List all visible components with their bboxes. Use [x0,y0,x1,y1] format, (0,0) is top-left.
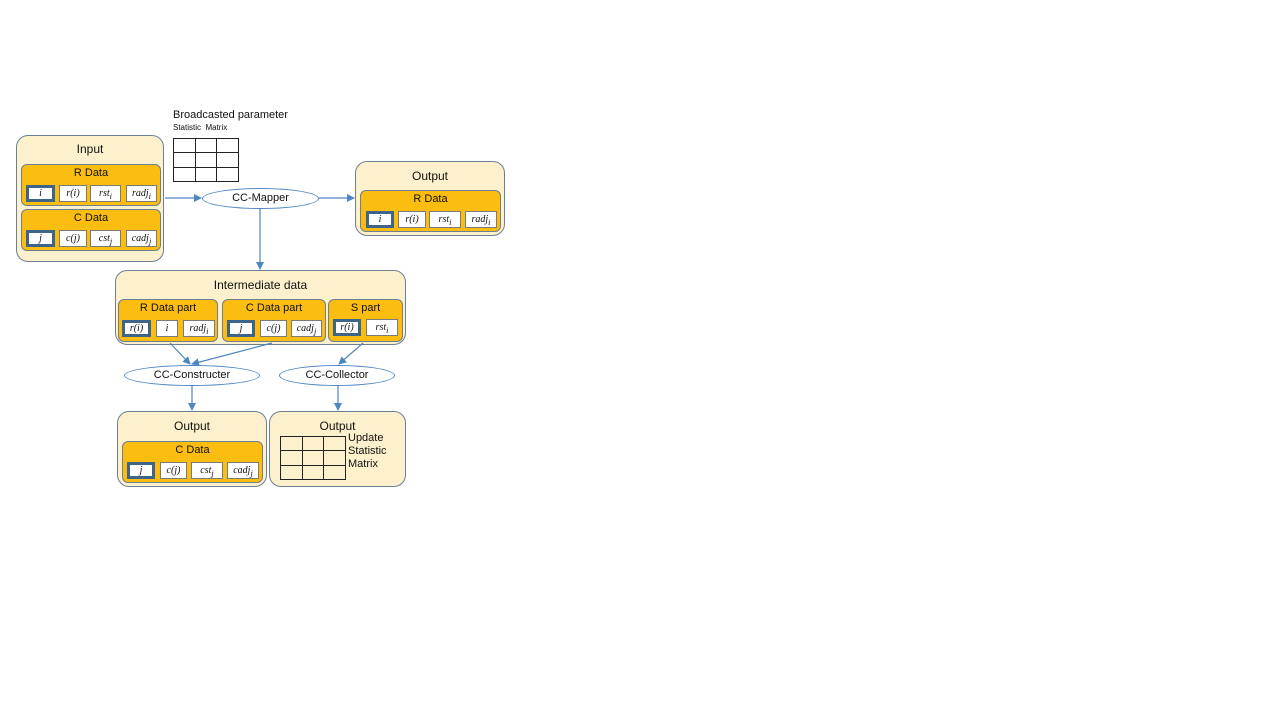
output-top-r-data-group: R Data i r(i) rsti radji [360,190,501,232]
intermediate-s-cell-1: rsti [366,319,398,336]
input-c-data-group: C Data j c(j) cstj cadjj [21,209,161,251]
output-top-cell-1: r(i) [398,211,426,228]
output-left-cell-0: j [127,462,155,479]
intermediate-r-cell-2: radji [183,320,215,337]
output-left-panel: Output C Data j c(j) cstj cadjj [117,411,267,487]
cc-constructer-node: CC-Constructer [124,365,260,386]
output-left-cell-2: cstj [191,462,223,479]
cc-collector-node: CC-Collector [279,365,395,386]
arrow-cpart-to-constructer [191,342,273,367]
input-c-cell-1: c(j) [59,230,87,247]
output-right-title: Output [319,419,356,433]
output-top-cell-0: i [366,211,394,228]
intermediate-r-cell-1: i [156,320,178,337]
cc-constructer-label: CC-Constructer [153,369,231,381]
update-statistic-matrix-label: Update Statistic Matrix [348,432,387,470]
output-right-panel: Output Update Statistic Matrix [269,411,406,487]
input-c-cell-3: cadjj [126,230,157,247]
intermediate-s-part-title: S part [350,302,381,314]
broadcast-subtitle: Statistic Matrix [173,123,228,132]
output-left-cell-3: cadjj [227,462,259,479]
input-c-cell-2: cstj [90,230,121,247]
intermediate-c-cell-2: cadjj [291,320,322,337]
intermediate-r-cell-0: r(i) [122,320,151,337]
statistic-matrix-grid [173,137,239,183]
intermediate-c-part: C Data part j c(j) cadjj [222,299,326,342]
input-c-cell-0: j [26,230,55,247]
input-panel: Input R Data i r(i) rsti radji C Data j … [16,135,164,262]
intermediate-s-part: S part r(i) rsti [328,299,403,342]
intermediate-title: Intermediate data [213,278,308,292]
intermediate-c-cell-1: c(j) [260,320,287,337]
cc-mapper-node: CC-Mapper [202,188,319,209]
output-left-title: Output [173,419,211,433]
input-r-cell-0: i [26,185,55,202]
intermediate-panel: Intermediate data R Data part r(i) i rad… [115,270,406,345]
output-top-cell-3: radji [465,211,497,228]
input-title: Input [76,142,104,156]
output-top-title: Output [411,169,449,183]
intermediate-c-part-title: C Data part [245,302,303,314]
arrow-rpart-to-constructer [169,342,191,365]
input-r-data-group: R Data i r(i) rsti radji [21,164,161,206]
input-r-cell-1: r(i) [59,185,87,202]
input-r-cell-2: rsti [90,185,121,202]
output-left-c-data-group: C Data j c(j) cstj cadjj [122,441,263,483]
broadcast-title: Broadcasted parameter [173,109,288,121]
cc-mapper-label: CC-Mapper [232,192,289,204]
output-left-c-data-title: C Data [175,444,210,456]
intermediate-r-part-title: R Data part [139,302,197,314]
output-top-panel: Output R Data i r(i) rsti radji [355,161,505,236]
update-statistic-matrix-grid [280,435,346,481]
input-r-cell-3: radji [126,185,157,202]
output-left-cell-1: c(j) [160,462,187,479]
intermediate-r-part: R Data part r(i) i radji [118,299,218,342]
output-top-r-data-title: R Data [413,193,448,205]
arrow-spart-to-collector [338,342,364,365]
input-r-data-title: R Data [73,167,109,179]
cc-collector-label: CC-Collector [305,369,369,381]
intermediate-c-cell-0: j [227,320,255,337]
output-top-cell-2: rsti [429,211,461,228]
intermediate-s-cell-0: r(i) [333,319,361,336]
input-c-data-title: C Data [73,212,109,224]
